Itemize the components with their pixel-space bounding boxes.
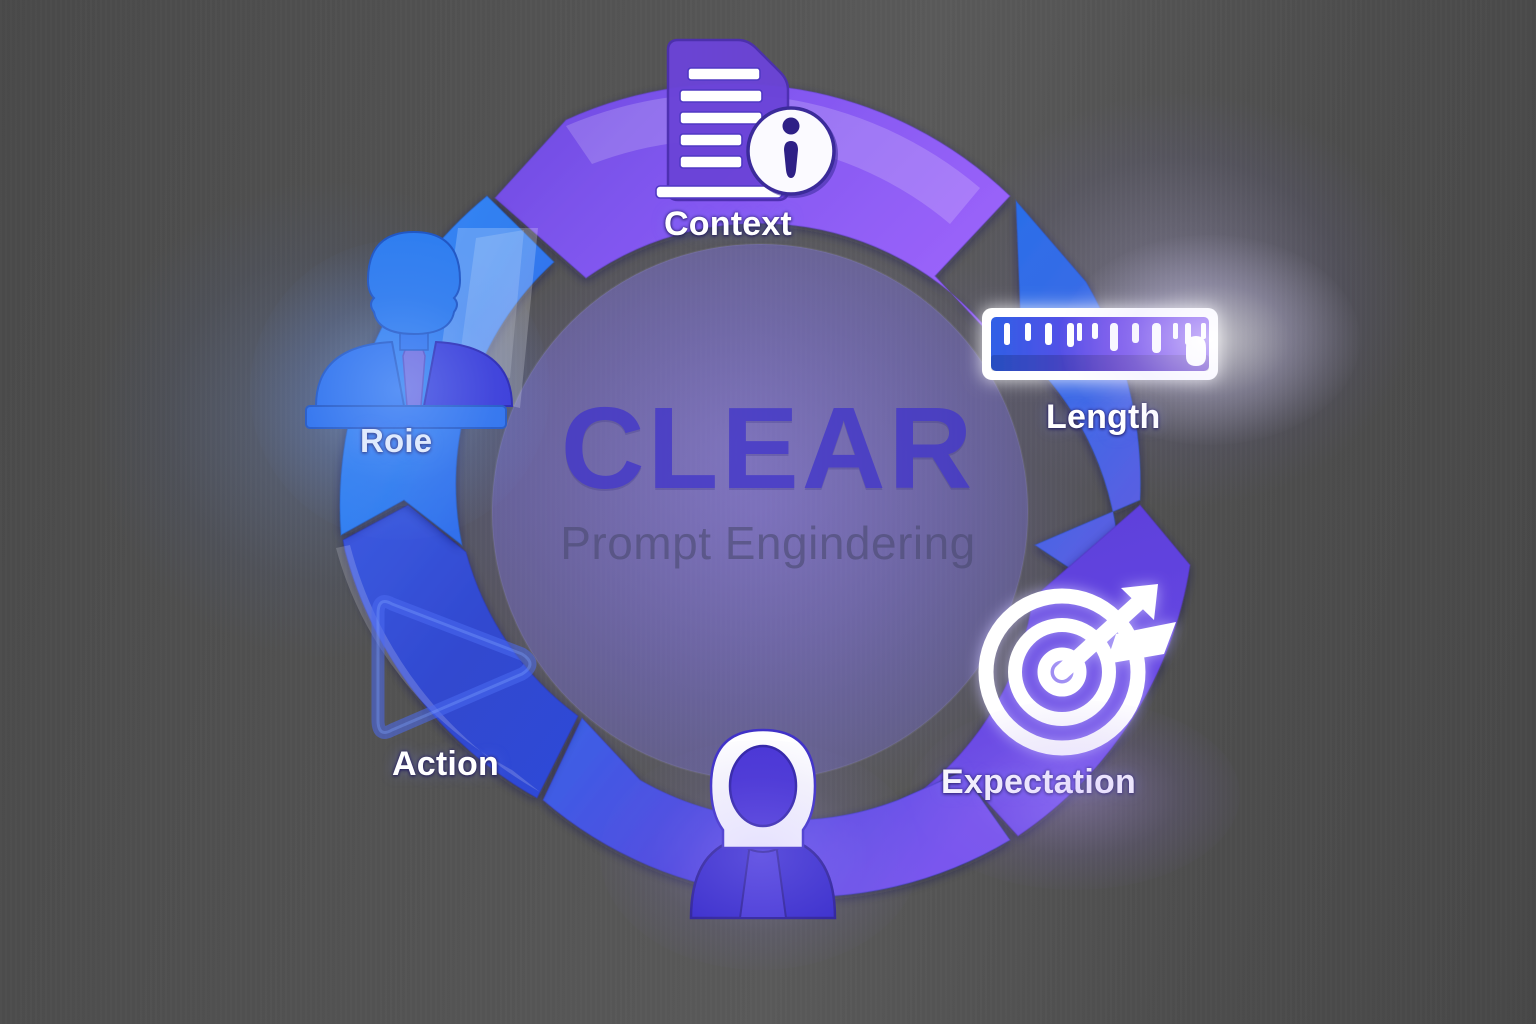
center-hub [492,244,1028,780]
segment-label-action: Action [392,745,499,783]
info-badge-icon [746,106,838,198]
segment-label-expectation: Expectation [941,763,1136,801]
segment-label-role: Roie [360,422,433,459]
speaker-podium-icon [305,228,538,429]
play-triangle-icon [371,595,537,739]
segment-label-context: Context [664,205,792,243]
document-info-icon [655,38,838,202]
target-arrow-icon [978,584,1176,756]
segment-label-length: Length [1046,398,1161,436]
person-avatar-icon [689,728,837,920]
ruler-icon [982,308,1218,380]
